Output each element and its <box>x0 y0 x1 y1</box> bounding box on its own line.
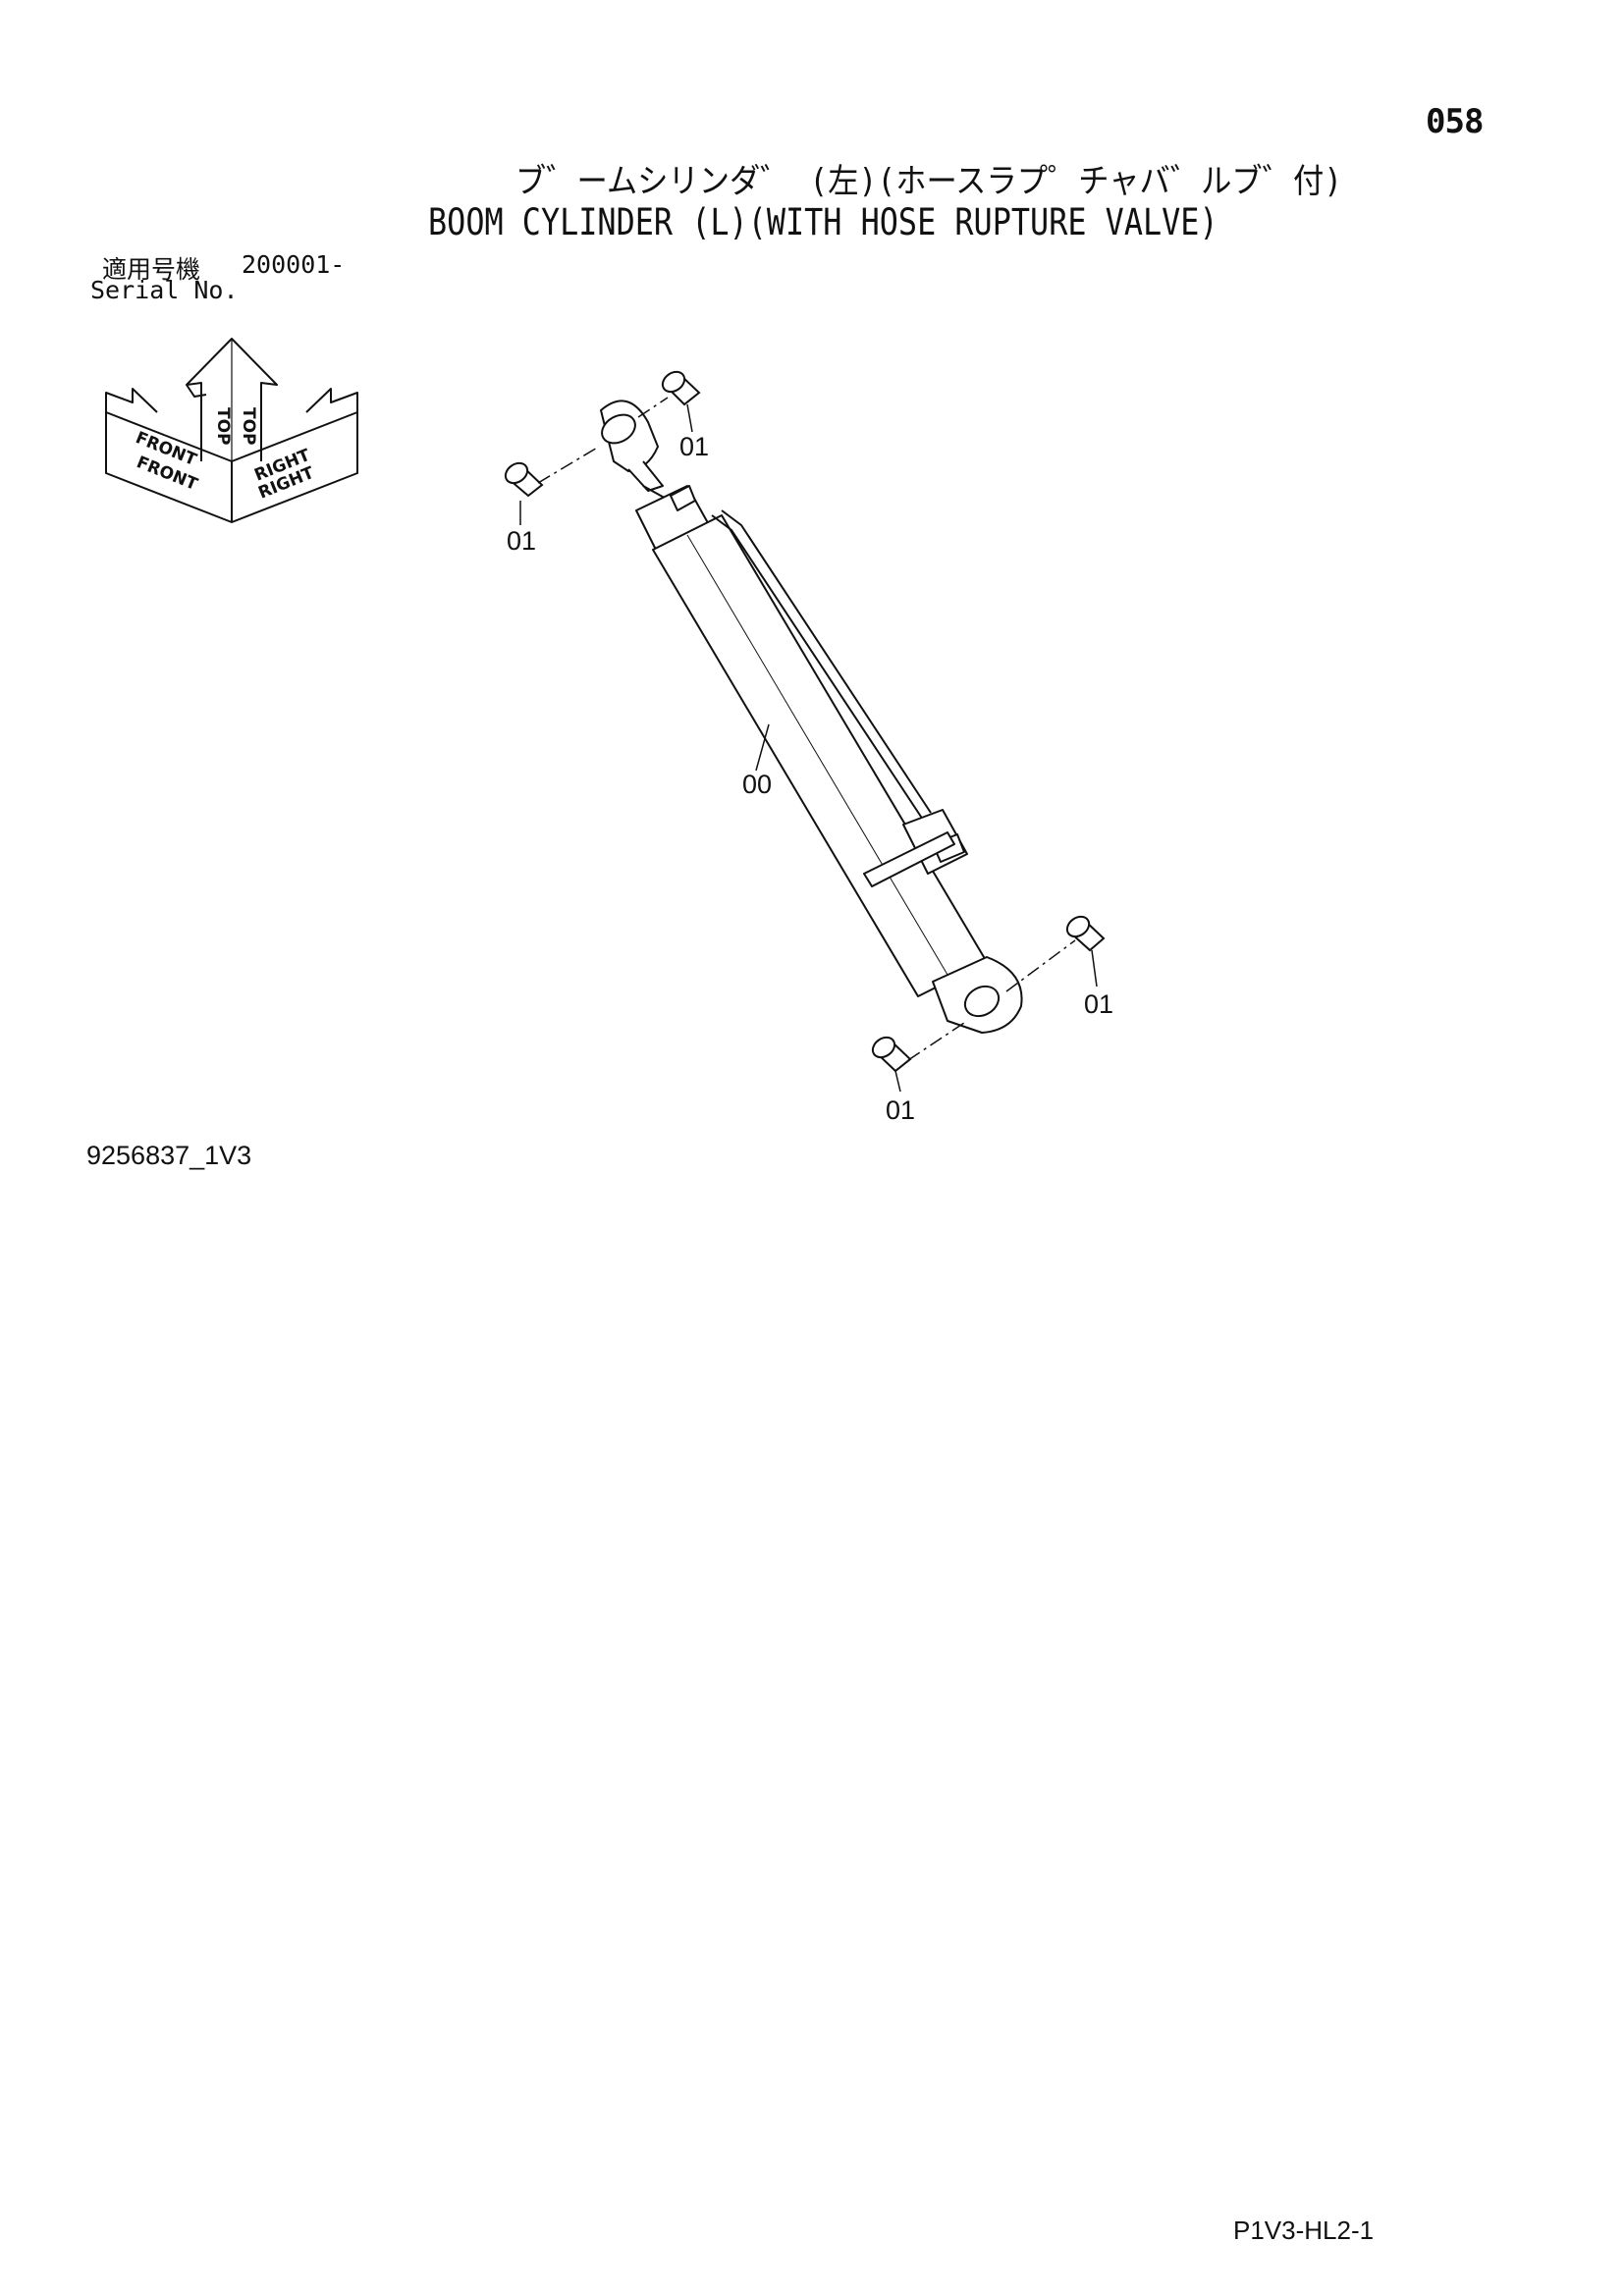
serial-range: 200001- <box>242 250 346 279</box>
callout-bushing-bottom-right: 01 <box>1084 989 1113 1019</box>
center-lines <box>537 397 1076 1061</box>
sheet-code: P1V3-HL2-1 <box>1233 2216 1375 2245</box>
arrow-right-icon <box>305 388 358 413</box>
arrow-front-icon <box>105 388 158 413</box>
serial-label-japanese: 適用号機 <box>102 255 201 284</box>
callout-bushing-top-right: 01 <box>679 432 709 461</box>
bushing-top-left <box>504 461 544 498</box>
page-number: 058 <box>1426 102 1484 141</box>
title-japanese: ブ゛ームシリンダ゛ (左)(ホースラプ゜チャバ゛ルブ゛付) <box>515 162 1343 201</box>
drawing-number: 9256837_1V3 <box>86 1141 252 1170</box>
callout-bushing-bottom-left: 01 <box>886 1095 915 1125</box>
bushing-bottom-right <box>1065 915 1106 952</box>
orientation-top-label-shadow: TOP <box>239 407 258 446</box>
leader-lines <box>519 403 1098 1093</box>
serial-label-english: Serial No. <box>90 276 239 304</box>
bushing-top-right <box>661 370 701 406</box>
orientation-indicator <box>105 338 358 523</box>
title-english: BOOM CYLINDER (L)(WITH HOSE RUPTURE VALV… <box>428 201 1218 243</box>
orientation-top-label: TOP <box>213 407 233 446</box>
bushing-bottom-left <box>871 1036 912 1073</box>
callout-bushing-top-left: 01 <box>507 526 536 556</box>
callout-cylinder: 00 <box>742 770 772 799</box>
boom-cylinder <box>600 400 1023 1034</box>
arrow-up-icon <box>186 338 278 461</box>
